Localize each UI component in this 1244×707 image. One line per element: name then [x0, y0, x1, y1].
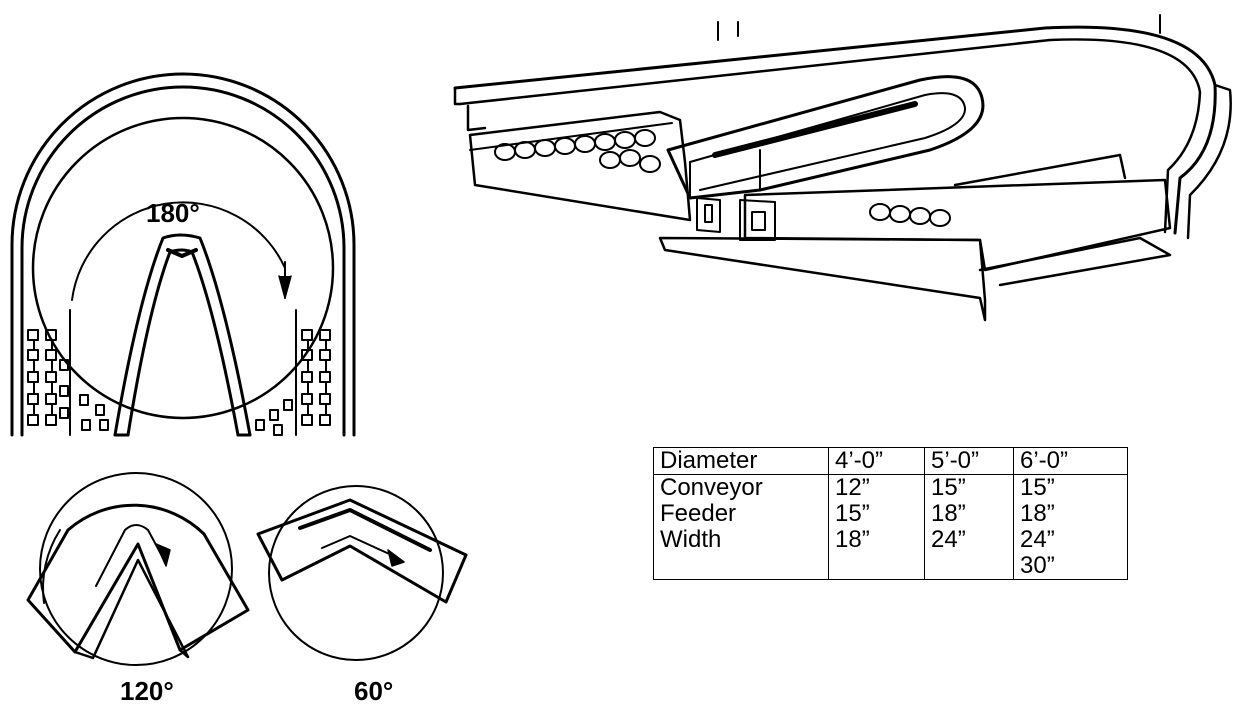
table-cell: 18” — [1013, 501, 1128, 527]
table-row: Conveyor 12” 15” 15” — [653, 474, 1128, 501]
table-cell: Conveyor — [653, 474, 829, 501]
table-header-cell: 5’-0” — [924, 447, 1014, 475]
table-header-cell: Diameter — [653, 447, 829, 475]
table-row: 30” — [653, 553, 1128, 580]
table-cell: 12” — [828, 474, 925, 501]
table-cell: 15” — [924, 474, 1014, 501]
table-cell: 18” — [924, 501, 1014, 527]
table-cell: Width — [653, 527, 829, 553]
table-cell — [828, 553, 925, 580]
table-cell: 18” — [828, 527, 925, 553]
table-cell: 24” — [1013, 527, 1128, 553]
table-cell — [653, 553, 829, 580]
table-cell: 15” — [1013, 474, 1128, 501]
diameter-width-table: Diameter 4’-0” 5’-0” 6’-0” Conveyor 12” … — [653, 447, 1128, 580]
angle-180-label: 180° — [146, 198, 200, 228]
table-row: Width 18” 24” 24” — [653, 527, 1128, 553]
table-cell: Feeder — [653, 501, 829, 527]
curved-conveyor-illustration — [453, 14, 1232, 322]
table-header-row: Diameter 4’-0” 5’-0” 6’-0” — [653, 447, 1128, 475]
table-cell: 24” — [924, 527, 1014, 553]
table-cell: 30” — [1013, 553, 1128, 580]
turntable-60-diagram — [256, 485, 468, 661]
angle-60-label: 60° — [354, 676, 394, 706]
table-header-cell: 4’-0” — [828, 447, 925, 475]
table-cell — [924, 553, 1014, 580]
angle-120-label: 120° — [120, 676, 174, 706]
table-cell: 15” — [828, 501, 925, 527]
turntable-180-diagram — [10, 72, 356, 437]
turntable-120-diagram — [26, 472, 250, 666]
table-header-cell: 6’-0” — [1013, 447, 1128, 475]
table-row: Feeder 15” 18” 18” — [653, 501, 1128, 527]
